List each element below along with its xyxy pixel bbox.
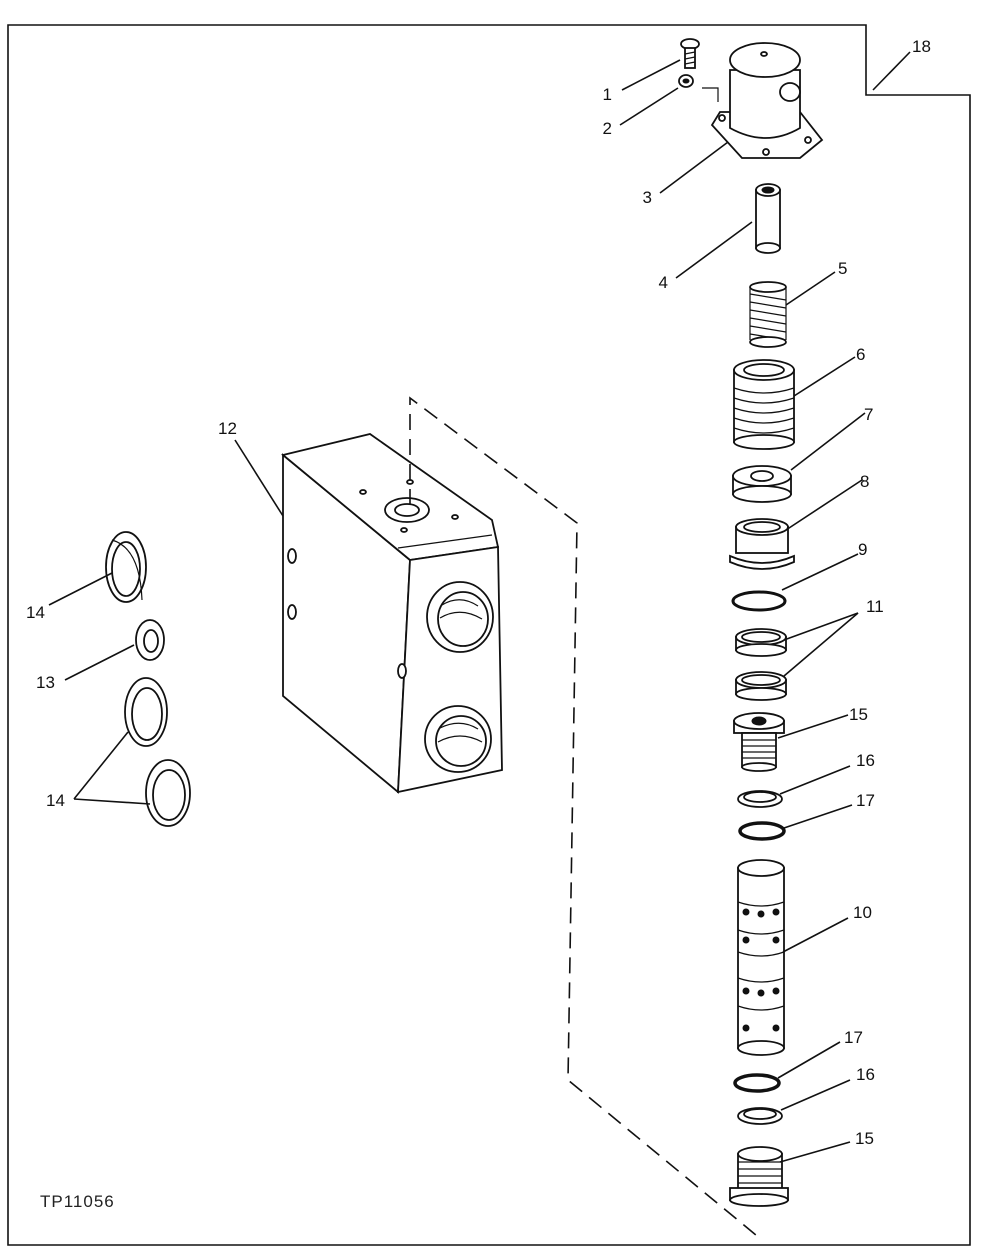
figure-code: TP11056 (40, 1192, 115, 1211)
callout-1: 1 (603, 85, 612, 104)
callout-16-lower: 16 (856, 1065, 875, 1084)
callout-6: 6 (856, 345, 865, 364)
end-cap (710, 42, 824, 159)
callout-5: 5 (838, 259, 847, 278)
spool (737, 859, 785, 1056)
seal-14-middle (124, 677, 168, 747)
spring (749, 281, 787, 348)
callout-14-top: 14 (26, 603, 45, 622)
o-ring-17-lower (733, 1073, 781, 1093)
screw-guide-line (702, 87, 719, 102)
leader-lines (48, 51, 911, 1163)
callout-18: 18 (912, 37, 931, 56)
callout-3: 3 (643, 188, 652, 207)
callout-9: 9 (858, 540, 867, 559)
plug-15-lower (729, 1146, 789, 1207)
callout-12: 12 (218, 419, 237, 438)
callout-13: 13 (36, 673, 55, 692)
callout-8: 8 (860, 472, 869, 491)
figure-border (7, 24, 971, 1246)
seal-13 (135, 619, 165, 661)
cap-screw (680, 38, 700, 69)
retainer (732, 465, 792, 503)
o-ring-17-upper (738, 821, 786, 841)
backup-ring-16-lower (737, 1107, 783, 1125)
backup-ring-16-upper (737, 790, 783, 808)
lock-washer (678, 74, 694, 88)
assembly-dash-line (409, 396, 763, 1241)
callout-15-upper: 15 (849, 705, 868, 724)
valve-seat (729, 518, 795, 570)
callout-17-lower: 17 (844, 1028, 863, 1047)
sleeve (755, 183, 781, 254)
plug-15-upper (733, 712, 785, 772)
callout-4: 4 (659, 273, 668, 292)
callout-10: 10 (853, 903, 872, 922)
backup-ring-11-lower (735, 671, 787, 701)
callout-2: 2 (603, 119, 612, 138)
callout-14-bottom: 14 (46, 791, 65, 810)
callout-17-upper: 17 (856, 791, 875, 810)
backup-ring-11-upper (735, 628, 787, 657)
valve-housing (281, 433, 503, 794)
callout-11: 11 (866, 597, 884, 616)
piston (733, 359, 795, 450)
o-ring-9 (731, 590, 787, 612)
callout-16-upper: 16 (856, 751, 875, 770)
callout-7: 7 (864, 405, 873, 424)
callout-15-lower: 15 (855, 1129, 874, 1148)
seal-14-top (105, 531, 147, 603)
seal-14-bottom (145, 759, 191, 827)
